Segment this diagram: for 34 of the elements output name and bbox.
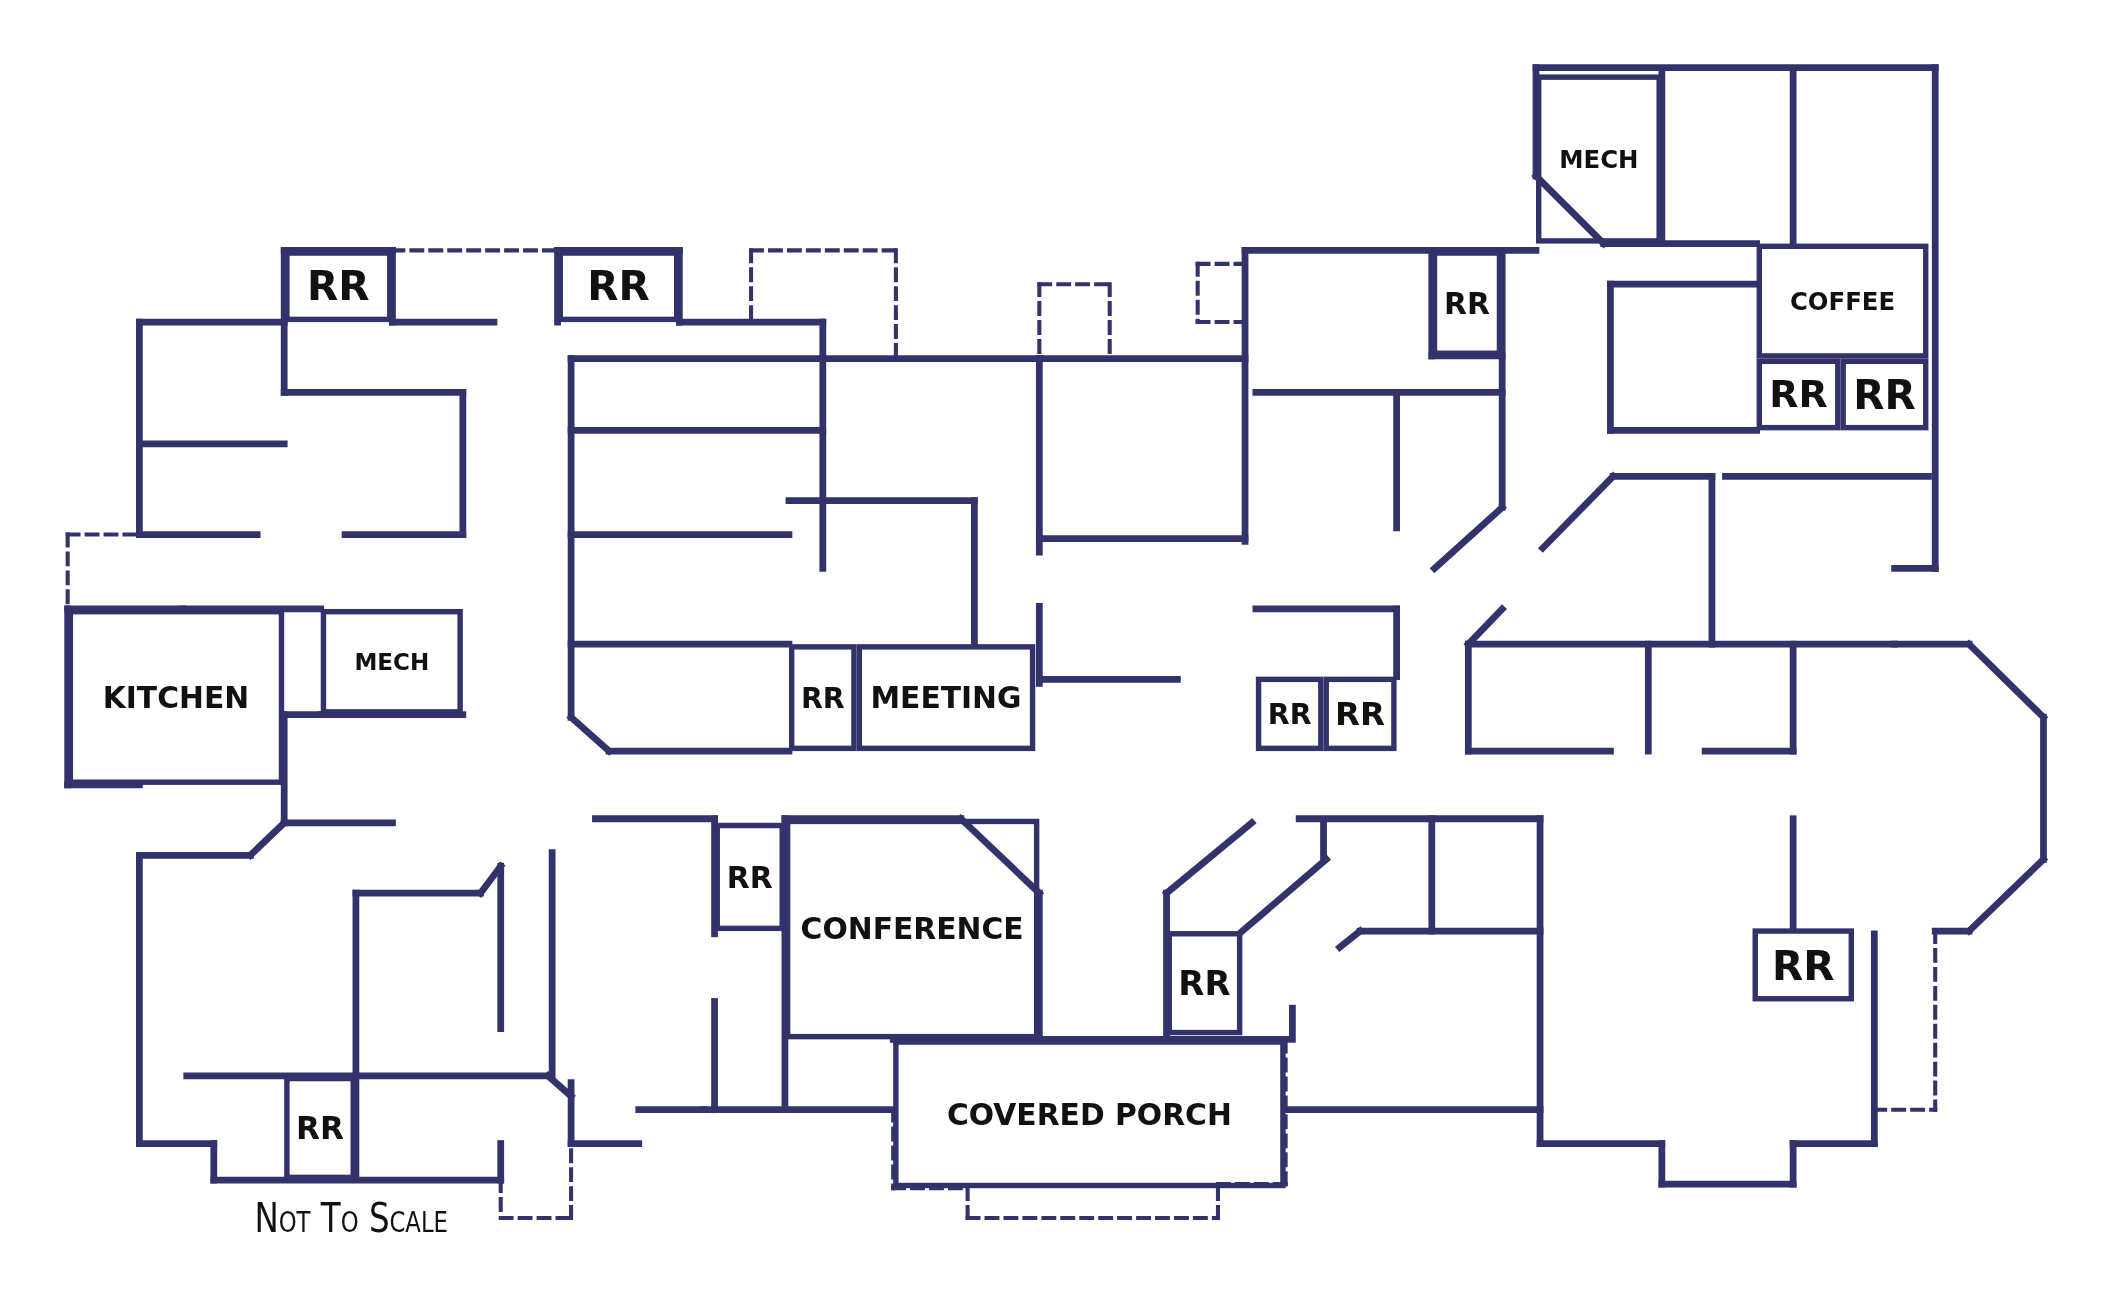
- room-label: MEETING: [870, 680, 1022, 715]
- room-label: CONFERENCE: [800, 912, 1024, 946]
- room: [788, 644, 857, 752]
- scale-note: Not To Scale: [254, 1193, 448, 1241]
- room: [714, 822, 785, 932]
- room: [284, 250, 393, 323]
- room-label: RR: [1178, 963, 1231, 1003]
- room-label: RR: [726, 860, 773, 894]
- room-label: COFFEE: [1789, 286, 1896, 316]
- room-label: RR: [1769, 372, 1828, 417]
- room-label: COVERED PORCH: [946, 1096, 1232, 1131]
- room-label: RR: [1772, 941, 1835, 989]
- room-label: RR: [1267, 697, 1312, 731]
- room: [856, 644, 1036, 752]
- room-label: RR: [307, 262, 370, 310]
- room: [893, 1039, 1286, 1189]
- room-label: MECH: [354, 648, 430, 676]
- room: [1840, 358, 1929, 431]
- room: [1323, 676, 1397, 752]
- room-label: KITCHEN: [102, 680, 250, 714]
- room-label: RR: [296, 1110, 344, 1146]
- room: [1756, 358, 1841, 431]
- room: [1255, 676, 1324, 752]
- room-label: RR: [1853, 370, 1916, 419]
- room: [1166, 931, 1243, 1036]
- room: [320, 609, 463, 715]
- room: [1536, 74, 1662, 244]
- room-label: RR: [1335, 694, 1386, 733]
- room-label: RR: [800, 681, 845, 714]
- room-label: RR: [1444, 286, 1490, 321]
- room: [1756, 243, 1929, 359]
- room-label: RR: [587, 262, 650, 310]
- room: [1752, 928, 1854, 1002]
- room-label: MECH: [1559, 144, 1639, 174]
